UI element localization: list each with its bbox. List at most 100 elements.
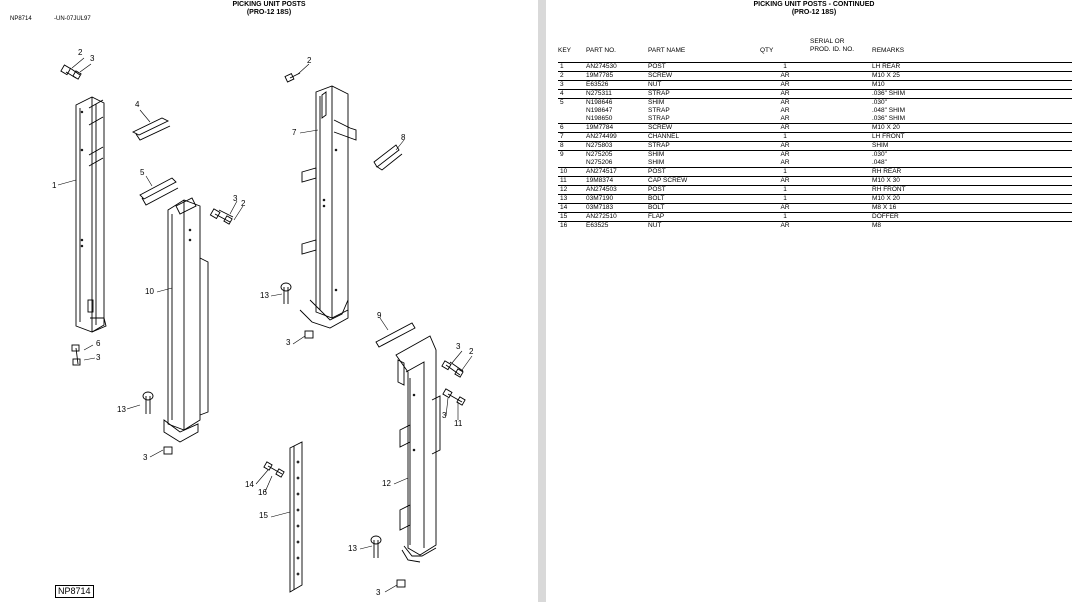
cell-key: 11 xyxy=(558,176,586,186)
cell-part-name: POST xyxy=(648,167,760,177)
cell-remarks: M10 X 20 xyxy=(872,194,1072,204)
cell-remarks: M10 X 20 xyxy=(872,123,1072,133)
cell-part-name: BOLT xyxy=(648,203,760,213)
page-title: PICKING UNIT POSTS xyxy=(232,1,306,8)
carriage-bolt-13-left xyxy=(142,391,154,414)
cell-qty: AR xyxy=(760,98,810,107)
cell-part-name: POST xyxy=(648,62,760,72)
cell-serial xyxy=(810,159,872,168)
cell-part-name: STRAP xyxy=(648,115,670,122)
screw-nut-pair-mid xyxy=(209,208,234,225)
callout-5: 5 xyxy=(140,168,145,177)
lh-front-channel xyxy=(299,85,357,329)
cell-serial xyxy=(810,89,872,99)
cell-part-no: N275803 xyxy=(586,141,648,151)
cell-part-name: STRAP xyxy=(648,107,670,114)
cell-key: 9 xyxy=(558,150,586,159)
screw-nut-pair-top xyxy=(60,64,82,80)
nut-3-mid xyxy=(304,330,314,339)
cell-qty: 1 xyxy=(760,62,810,72)
cell-remarks: RH FRONT xyxy=(872,185,1072,195)
callout-8: 8 xyxy=(401,133,406,142)
cell-part-name: BOLT xyxy=(648,194,760,204)
cell-serial xyxy=(810,150,872,159)
cell-key: 16 xyxy=(558,221,586,230)
cell-part-no: AN274499 xyxy=(586,132,648,142)
callout-3-center: 3 xyxy=(233,194,238,203)
callout-3-bottom-right: 3 xyxy=(376,588,381,597)
cell-part-name: SHIM xyxy=(648,150,760,159)
cell-key: 3 xyxy=(558,80,586,90)
cell-part-name: SCREW xyxy=(648,71,760,81)
column-header-part-no: PART NO. xyxy=(586,47,616,54)
cell-part-no: AN274503 xyxy=(586,185,648,195)
callout-16: 16 xyxy=(258,488,267,497)
column-header-serial: SERIAL OR PROD. ID. NO. xyxy=(810,38,872,54)
cell-remarks: .048" xyxy=(872,159,887,166)
screw-nut-pair-right xyxy=(441,360,466,406)
cell-serial xyxy=(810,185,872,195)
cell-key: 5 xyxy=(558,98,586,107)
cell-serial xyxy=(810,62,872,72)
cell-qty: 1 xyxy=(760,167,810,177)
cell-serial xyxy=(810,141,872,151)
cell-serial xyxy=(810,212,872,222)
table-header-row: KEY PART NO. PART NAME QTY SERIAL OR PRO… xyxy=(558,38,1072,54)
cell-remarks: .036" SHIM xyxy=(872,89,1072,99)
cell-qty: AR xyxy=(760,141,810,151)
strap-shim-8 xyxy=(373,144,403,171)
cell-part-no: AN274530 xyxy=(586,62,648,72)
cell-part-no: N275205 xyxy=(586,150,648,159)
cell-part-name: POST xyxy=(648,185,760,195)
column-header-part-name: PART NAME xyxy=(648,47,686,54)
cell-qty: AR xyxy=(760,123,810,133)
cell-part-name: FLAP xyxy=(648,212,760,222)
callout-3-lower-left: 3 xyxy=(96,353,101,362)
cell-key: 13 xyxy=(558,194,586,204)
cell-qty: 1 xyxy=(760,185,810,195)
figure-id-box: NP8714 xyxy=(55,585,94,598)
cell-part-no: N275311 xyxy=(586,89,648,99)
column-header-remarks: REMARKS xyxy=(872,47,905,54)
cell-serial xyxy=(810,132,872,142)
callout-3-right: 3 xyxy=(456,342,461,351)
cell-part-no: N198650 xyxy=(586,115,613,122)
callout-13-right: 13 xyxy=(348,544,357,553)
cell-remarks: LH FRONT xyxy=(872,132,1072,142)
cell-part-name: STRAP xyxy=(648,89,760,99)
callout-3-top-left: 3 xyxy=(90,54,95,63)
cell-qty: AR xyxy=(760,203,810,213)
cell-part-name: NUT xyxy=(648,80,760,90)
cell-part-no: 03M7190 xyxy=(586,194,648,204)
callout-14: 14 xyxy=(245,480,254,489)
cell-part-name: CAP SCREW xyxy=(648,176,760,186)
column-header-serial-line1: SERIAL OR xyxy=(810,38,845,45)
cell-remarks: LH REAR xyxy=(872,62,1072,72)
page-subtitle: (PRO-12 18S) xyxy=(791,9,837,16)
callout-13-left: 13 xyxy=(117,405,126,414)
cell-qty: AR xyxy=(780,115,790,122)
cell-part-no: 19M7784 xyxy=(586,123,648,133)
callout-2-right: 2 xyxy=(469,347,474,356)
cell-serial xyxy=(810,80,872,90)
cell-remarks: .030" xyxy=(872,150,1072,159)
cell-key: 8 xyxy=(558,141,586,151)
callout-2-center: 2 xyxy=(241,199,246,208)
cell-serial xyxy=(810,194,872,204)
cell-key: 1 xyxy=(558,62,586,72)
callout-2-top-left: 2 xyxy=(78,48,83,57)
cell-part-no: N275206 xyxy=(586,159,613,166)
cell-key: 4 xyxy=(558,89,586,99)
nut-3-right xyxy=(396,579,406,588)
